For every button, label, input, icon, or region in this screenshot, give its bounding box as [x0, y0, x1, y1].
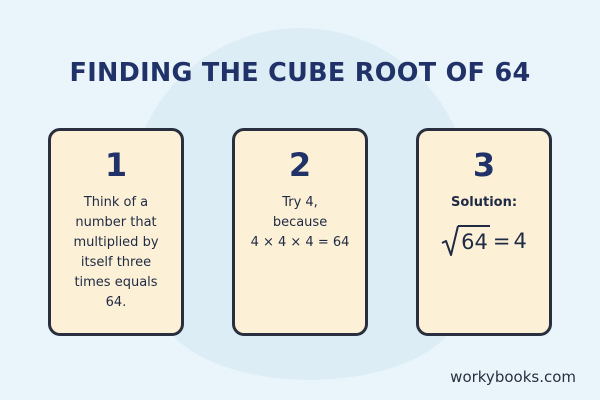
step-card-3: 3 Solution: 64 = 4: [416, 128, 552, 336]
step-text-line: Try 4,: [282, 195, 318, 210]
step-text-line: 4 × 4 × 4 = 64: [250, 235, 350, 250]
step-text-line: Think of a: [83, 195, 149, 210]
radical-sign-icon: [441, 225, 460, 256]
step-text-line: number that: [75, 215, 157, 230]
equals-sign: =: [492, 229, 511, 253]
page-title: FINDING THE CUBE ROOT OF 64: [69, 58, 531, 88]
radicand: 64: [461, 230, 488, 254]
step-number: 3: [472, 146, 496, 184]
step-card-2: 2 Try 4, because 4 × 4 × 4 = 64: [232, 128, 368, 336]
step-text-line: multiplied by: [73, 235, 159, 250]
step-text: Try 4, because 4 × 4 × 4 = 64: [235, 193, 365, 253]
step-text-line: itself three: [80, 255, 152, 270]
step-text-line: because: [272, 215, 328, 230]
step-text-line: times equals: [74, 275, 158, 290]
step-text: Think of a number that multiplied by its…: [51, 193, 181, 313]
solution-result: 4: [513, 229, 527, 253]
step-text-line: 64.: [105, 295, 127, 310]
step-number: 2: [288, 146, 312, 184]
solution-equation: 64 = 4: [419, 225, 549, 257]
step-card-1: 1 Think of a number that multiplied by i…: [48, 128, 184, 336]
square-root: 64: [441, 225, 490, 257]
site-footer: workybooks.com: [450, 368, 576, 386]
solution-label: Solution:: [450, 195, 518, 210]
step-number: 1: [104, 146, 128, 184]
